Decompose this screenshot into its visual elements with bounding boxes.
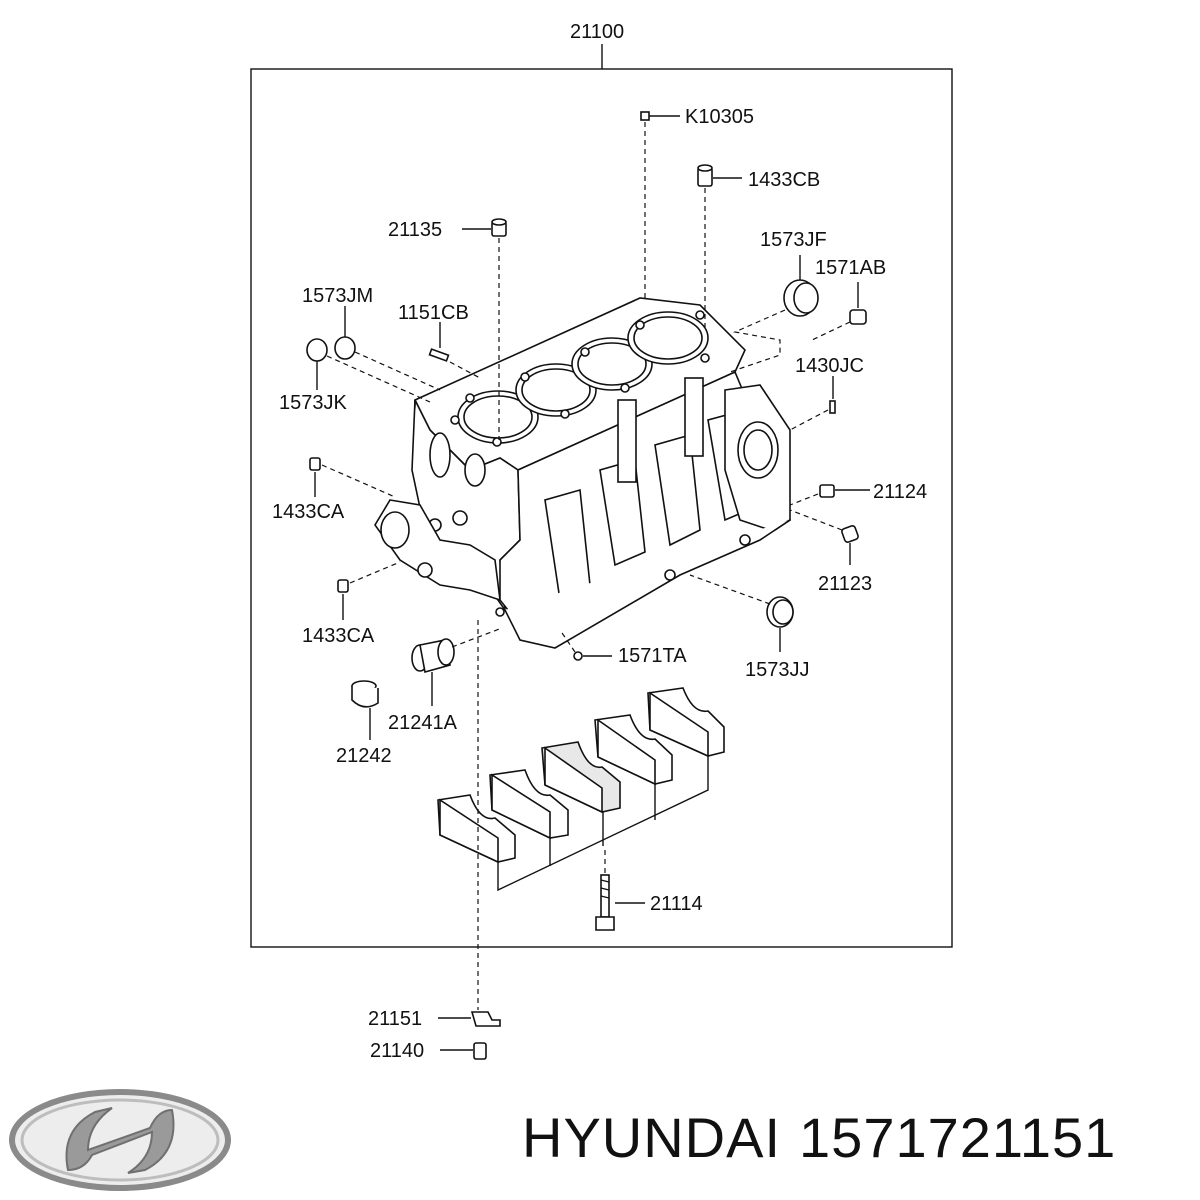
part-21140	[440, 1042, 487, 1060]
part-k10305	[640, 111, 680, 300]
part-21151	[438, 1011, 501, 1027]
part-1430jc	[789, 376, 836, 431]
label-21100: 21100	[570, 21, 624, 43]
part-1571ta	[559, 629, 612, 661]
part-21123	[789, 509, 859, 565]
part-1433ca-bottom	[337, 561, 401, 620]
label-21114: 21114	[650, 893, 703, 915]
label-1433cb: 1433CB	[748, 169, 820, 191]
label-21140: 21140	[370, 1040, 424, 1062]
part-1433cb	[697, 164, 742, 330]
label-1430jc: 1430JC	[795, 355, 864, 377]
label-21124: 21124	[873, 481, 927, 503]
label-21135: 21135	[388, 219, 442, 241]
hyundai-logo	[9, 1089, 231, 1191]
label-1573jm: 1573JM	[302, 285, 373, 307]
label-21151: 21151	[368, 1008, 422, 1030]
main-bearing-caps	[437, 687, 725, 892]
part-1573jf	[729, 255, 819, 373]
label-k10305: K10305	[685, 106, 754, 128]
part-1573jm	[334, 306, 441, 391]
label-21241a: 21241A	[388, 712, 458, 734]
label-1573jk: 1573JK	[279, 392, 347, 414]
brand-name: HYUNDAI	[522, 1106, 782, 1169]
part-1571ab	[811, 282, 867, 341]
part-21114	[595, 850, 645, 931]
part-21135	[462, 218, 507, 440]
label-1433ca-top: 1433CA	[272, 501, 345, 523]
part-number: 1571721151	[799, 1106, 1117, 1169]
label-1433ca-bottom: 1433CA	[302, 625, 375, 647]
label-1573jj: 1573JJ	[745, 659, 810, 681]
label-1151cb: 1151CB	[398, 302, 469, 324]
label-1571ta: 1571TA	[618, 645, 687, 667]
part-1151cb	[428, 322, 481, 379]
part-1433ca-top	[309, 457, 396, 498]
part-1573jj	[689, 574, 794, 652]
label-21242: 21242	[336, 745, 392, 767]
part-21241a	[411, 627, 503, 706]
part-21242	[351, 680, 379, 740]
label-1573jf: 1573JF	[760, 229, 827, 251]
part-21124	[789, 484, 870, 506]
part-1573jk	[306, 338, 431, 403]
label-1571ab: 1571AB	[815, 257, 886, 279]
brand-part-number: HYUNDAI 1571721151	[522, 1105, 1192, 1185]
label-21123: 21123	[818, 573, 872, 595]
engine-block	[374, 297, 791, 649]
